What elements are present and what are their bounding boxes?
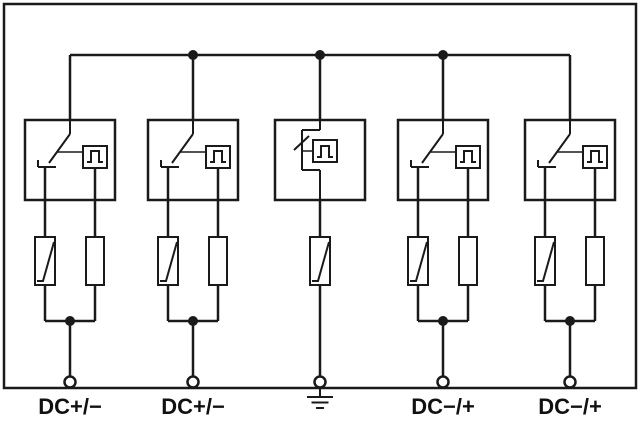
terminal-label-2: DC+/− xyxy=(161,394,225,419)
status-indicator-icon xyxy=(312,139,338,163)
protection-path-4 xyxy=(396,53,490,389)
varistor-icon xyxy=(309,236,331,286)
protection-path-2 xyxy=(146,53,240,389)
earth-ground-icon xyxy=(307,387,333,409)
terminal-label-5: DC−/+ xyxy=(538,394,602,419)
protection-path-1 xyxy=(23,53,117,389)
terminal-label-1: DC+/− xyxy=(38,394,102,419)
terminal-label-4: DC−/+ xyxy=(411,394,475,419)
protection-path-5 xyxy=(523,53,617,389)
trigger-disconnector-icon xyxy=(293,120,321,200)
protection-path-3 xyxy=(273,55,367,409)
terminal-circle xyxy=(313,375,327,389)
